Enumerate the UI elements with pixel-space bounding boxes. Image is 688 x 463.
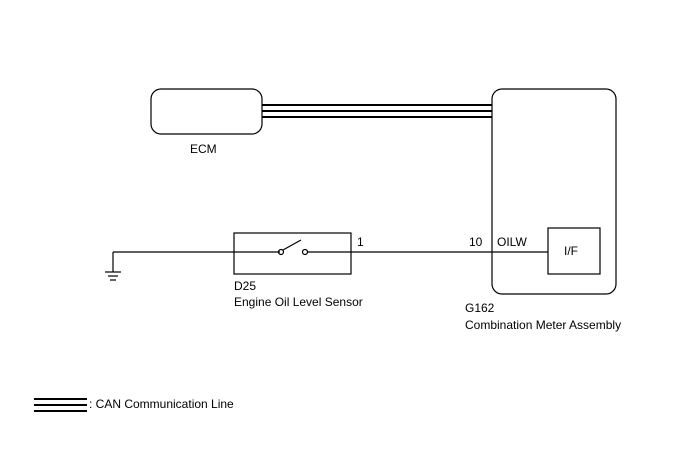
legend-can-line-label: : CAN Communication Line: [89, 397, 234, 411]
meter-pin-label: 10: [469, 235, 483, 249]
sensor-pin-label: 1: [357, 235, 364, 249]
meter-name: Combination Meter Assembly: [465, 318, 621, 332]
meter-signal-label: OILW: [497, 235, 527, 249]
ground-icon: [105, 252, 121, 281]
ecm-label: ECM: [190, 142, 217, 156]
combination-meter-box: [491, 88, 617, 295]
sensor-name: Engine Oil Level Sensor: [234, 295, 363, 309]
interface-label: I/F: [564, 244, 578, 258]
meter-code: G162: [465, 301, 495, 315]
can-bus: [262, 104, 492, 118]
sensor-code: D25: [234, 279, 256, 293]
interface-box: [547, 227, 601, 275]
switch-icon: [277, 239, 309, 256]
ecm-box: [150, 88, 263, 135]
legend-can-line-icon: [34, 398, 87, 412]
oil-level-sensor-box: [233, 232, 352, 275]
